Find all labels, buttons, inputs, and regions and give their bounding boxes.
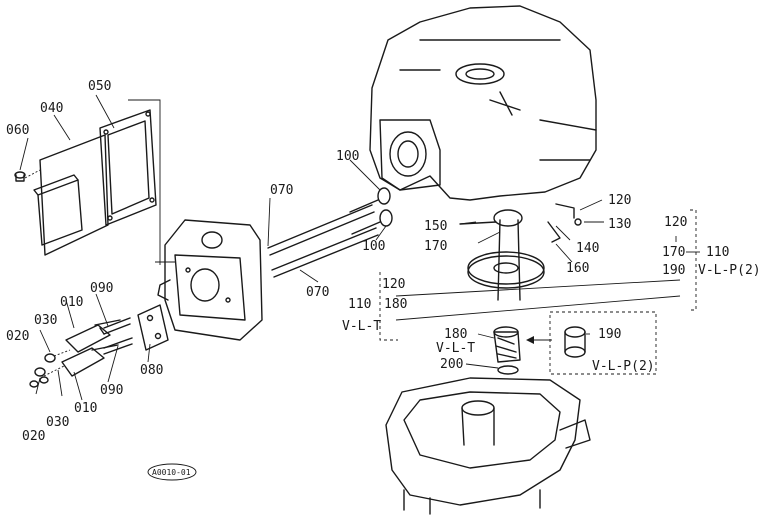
variant-vlt-left: V-L-T xyxy=(342,319,381,334)
callout-030-lower: 030 xyxy=(46,415,69,430)
leader-lines xyxy=(19,94,700,401)
bushing-190 xyxy=(564,326,586,358)
screw-alignment-line xyxy=(24,169,41,179)
link-line-lower xyxy=(395,295,681,321)
callout-020-lower: 020 xyxy=(22,429,45,444)
callout-050: 050 xyxy=(88,79,111,94)
callout-150: 150 xyxy=(424,219,447,234)
breather-cover xyxy=(33,134,109,256)
callout-170-center: 170 xyxy=(424,239,447,254)
callout-090-upper: 090 xyxy=(90,281,113,296)
callout-030-upper: 030 xyxy=(34,313,57,328)
callout-080: 080 xyxy=(140,363,163,378)
callout-200: 200 xyxy=(440,357,463,372)
adjust-nuts xyxy=(29,353,56,388)
variant-vlp2-inset: V-L-P(2) xyxy=(592,359,655,374)
variant-vlt-center: V-L-T xyxy=(436,341,475,356)
push-rods xyxy=(267,204,379,278)
callout-100-lower: 100 xyxy=(362,239,385,254)
rocker-plate xyxy=(137,304,169,351)
callout-120-right: 120 xyxy=(664,215,687,230)
inset-arrow-head xyxy=(526,336,534,344)
callout-010-lower: 010 xyxy=(74,401,97,416)
rocker-arm-upper xyxy=(65,319,121,353)
callout-100-upper: 100 xyxy=(336,149,359,164)
callout-110-left: 110 xyxy=(348,297,371,312)
crank-gear xyxy=(493,326,521,363)
callout-040: 040 xyxy=(40,101,63,116)
callout-160: 160 xyxy=(566,261,589,276)
engine-block xyxy=(369,5,597,201)
callout-140: 140 xyxy=(576,241,599,256)
vlt-left-bracket xyxy=(379,272,398,341)
callout-060: 060 xyxy=(6,123,29,138)
figure-code: A0010-01 xyxy=(152,468,191,477)
nut-alignment-lines xyxy=(43,349,71,377)
rocker-arm-lower xyxy=(61,344,119,377)
variant-vlp2-right: V-L-P(2) xyxy=(698,263,761,278)
callout-190-right: 190 xyxy=(662,263,685,278)
callout-090-lower: 090 xyxy=(100,383,123,398)
callout-190-inset: 190 xyxy=(598,327,621,342)
callout-120-left: 120 xyxy=(382,277,405,292)
crankcase-base xyxy=(385,377,591,515)
callout-070-lower: 070 xyxy=(306,285,329,300)
callout-170-right: 170 xyxy=(662,245,685,260)
callout-020-upper: 020 xyxy=(6,329,29,344)
callout-180-center: 180 xyxy=(444,327,467,342)
cover-screw xyxy=(14,171,26,182)
cover-bracket-line xyxy=(128,99,161,265)
stud-lower xyxy=(103,337,133,355)
washer-200 xyxy=(497,365,519,375)
callout-120-top: 120 xyxy=(608,193,631,208)
cover-gasket xyxy=(99,109,157,226)
cylinder-head xyxy=(157,219,263,341)
tappets xyxy=(349,187,393,235)
link-line-upper xyxy=(395,279,681,297)
stud-upper xyxy=(99,317,131,335)
callout-180-left: 180 xyxy=(384,297,407,312)
callout-010-upper: 010 xyxy=(60,295,83,310)
callout-110-right: 110 xyxy=(706,245,729,260)
vlp2-right-bracket xyxy=(688,209,697,311)
callout-130: 130 xyxy=(608,217,631,232)
callout-070-upper: 070 xyxy=(270,183,293,198)
figure-code-oval xyxy=(147,463,197,481)
cam-gear xyxy=(467,251,545,289)
